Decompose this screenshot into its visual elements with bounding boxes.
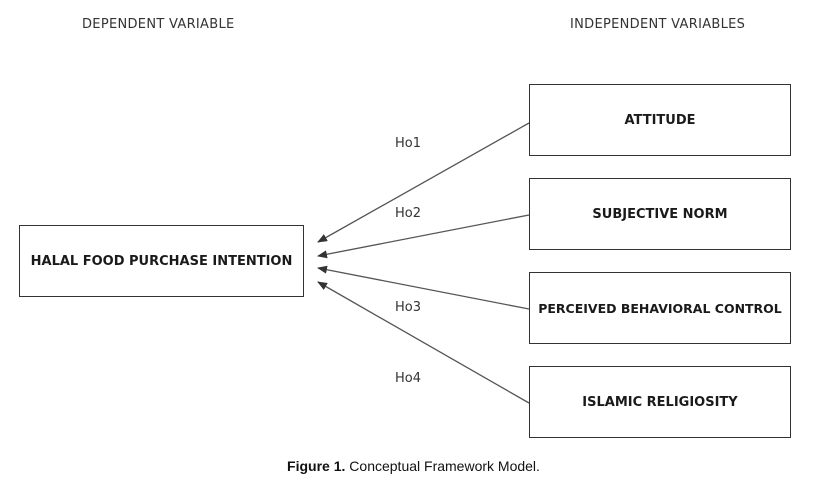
figure-caption-text: Conceptual Framework Model.	[345, 458, 540, 474]
arrow-attitude-to-intention	[317, 122, 530, 243]
hypothesis-label-ho2: Ho2	[395, 206, 421, 221]
subjective-norm-label: SUBJECTIVE NORM	[592, 206, 728, 222]
dependent-variable-header: DEPENDENT VARIABLE	[82, 17, 235, 32]
attitude-box: ATTITUDE	[529, 84, 791, 156]
islamic-religiosity-label: ISLAMIC RELIGIOSITY	[582, 394, 738, 410]
arrow-pbc-to-intention	[317, 265, 530, 310]
arrow-religiosity-to-intention	[317, 281, 530, 404]
subjective-norm-box: SUBJECTIVE NORM	[529, 178, 791, 250]
dependent-box-label: HALAL FOOD PURCHASE INTENTION	[30, 253, 293, 269]
perceived-behavioral-control-box: PERCEIVED BEHAVIORAL CONTROL	[529, 272, 791, 344]
hypothesis-label-ho4: Ho4	[395, 371, 421, 386]
arrow-subjective-norm-to-intention	[317, 214, 530, 259]
figure-number: Figure 1.	[287, 458, 346, 474]
attitude-label: ATTITUDE	[624, 112, 696, 128]
islamic-religiosity-box: ISLAMIC RELIGIOSITY	[529, 366, 791, 438]
independent-variables-header: INDEPENDENT VARIABLES	[570, 17, 746, 32]
halal-food-purchase-intention-box: HALAL FOOD PURCHASE INTENTION	[19, 225, 304, 297]
hypothesis-label-ho1: Ho1	[395, 136, 421, 151]
hypothesis-label-ho3: Ho3	[395, 300, 421, 315]
figure-caption: Figure 1. Conceptual Framework Model.	[0, 458, 827, 474]
perceived-behavioral-control-label: PERCEIVED BEHAVIORAL CONTROL	[538, 300, 782, 316]
